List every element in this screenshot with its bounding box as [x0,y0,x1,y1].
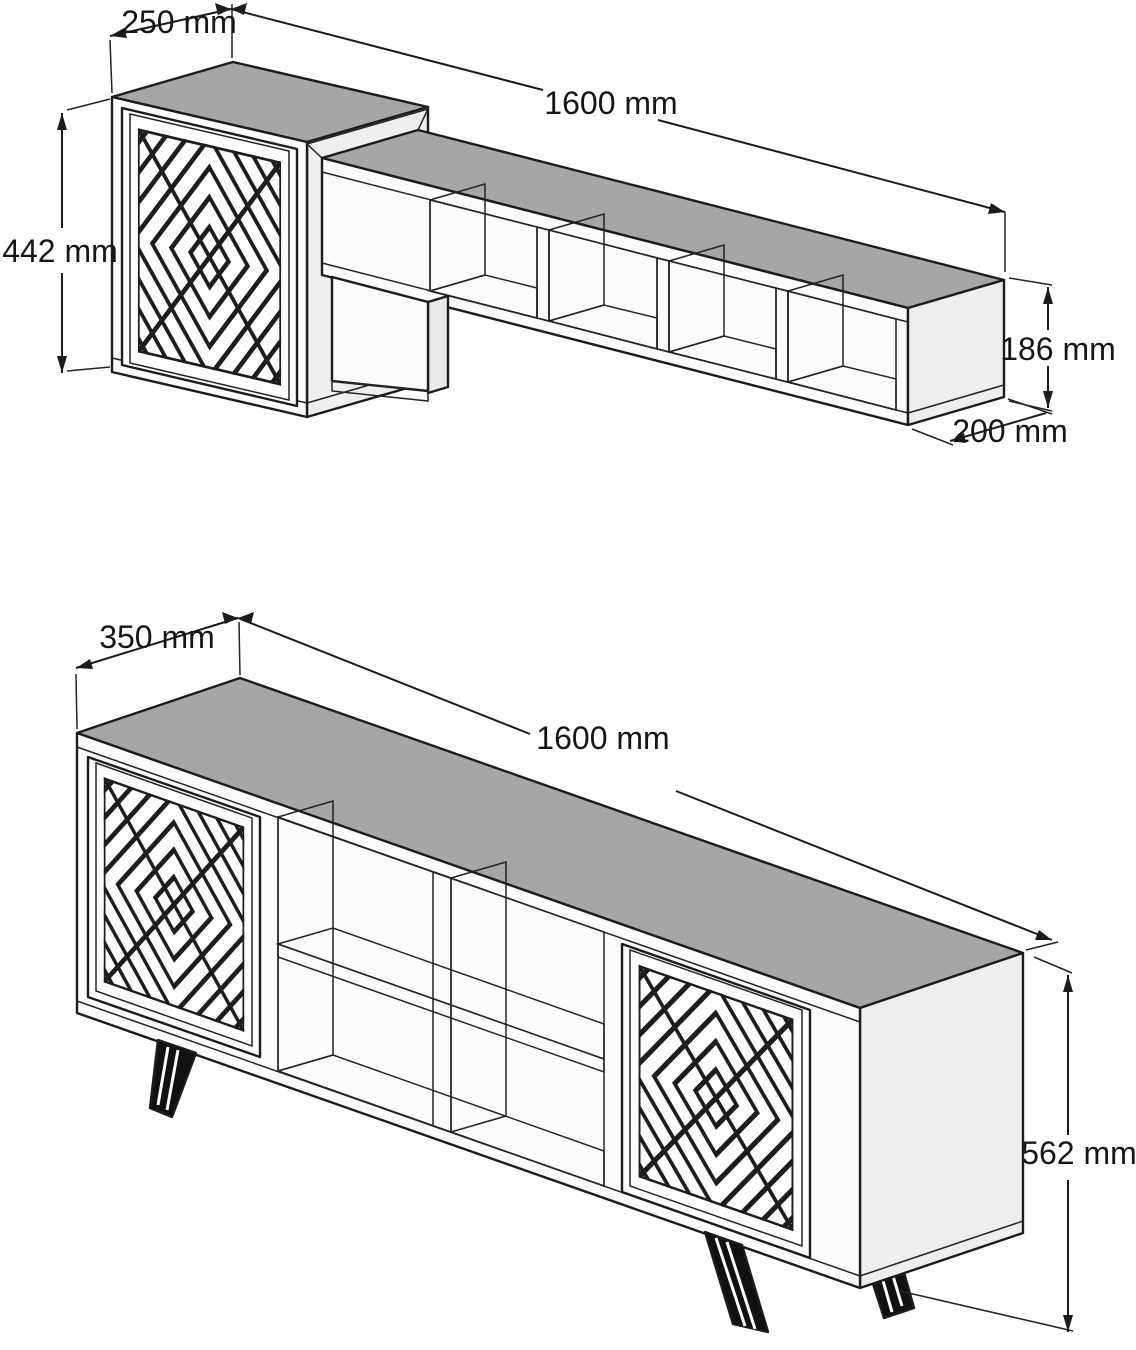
cabinet-x-pattern-door [76,17,343,497]
dim-label-shelf-bottom-depth: 200 mm [952,413,1068,449]
tv-stand-unit: 350 mm 1600 mm 562 mm [43,612,1136,1347]
dimension-350mm: 350 mm [75,612,254,730]
shelf-compartment [785,274,897,411]
tv-stand-right-door [572,849,861,1346]
wall-shelf-box [320,128,1006,427]
dim-label-shelf-width: 1600 mm [544,85,677,121]
tv-stand-center-divider [432,861,507,1134]
dimension-562mm: 562 mm [899,956,1136,1332]
tv-stand-leg-front-left [148,1038,198,1119]
dimension-1600mm-top: 1600 mm [230,8,1006,272]
tv-stand-left-door [43,667,305,1142]
dimension-186mm: 186 mm [1000,277,1116,412]
dimension-442mm: 442 mm [2,98,118,373]
tv-stand-middle-compartments [275,800,605,1188]
dimension-250mm: 250 mm [109,3,247,94]
wall-shelf-unit: 250 mm 1600 mm 442 mm 186 mm [2,3,1116,497]
dim-label-stand-height: 562 mm [1021,1135,1136,1171]
dim-label-cabinet-height: 442 mm [2,233,118,269]
dimension-200mm: 200 mm [911,398,1068,449]
dim-label-shelf-height: 186 mm [1000,331,1116,367]
dim-label-shelf-depth: 250 mm [121,4,237,40]
dim-label-stand-width: 1600 mm [536,720,669,756]
dimension-1600mm-bottom: 1600 mm [237,617,1059,951]
dim-label-stand-depth: 350 mm [99,619,215,655]
tv-stand-middle-shelf [275,927,605,1074]
shelf-support-column [330,275,450,402]
tv-stand-leg-front-right [703,1230,770,1334]
